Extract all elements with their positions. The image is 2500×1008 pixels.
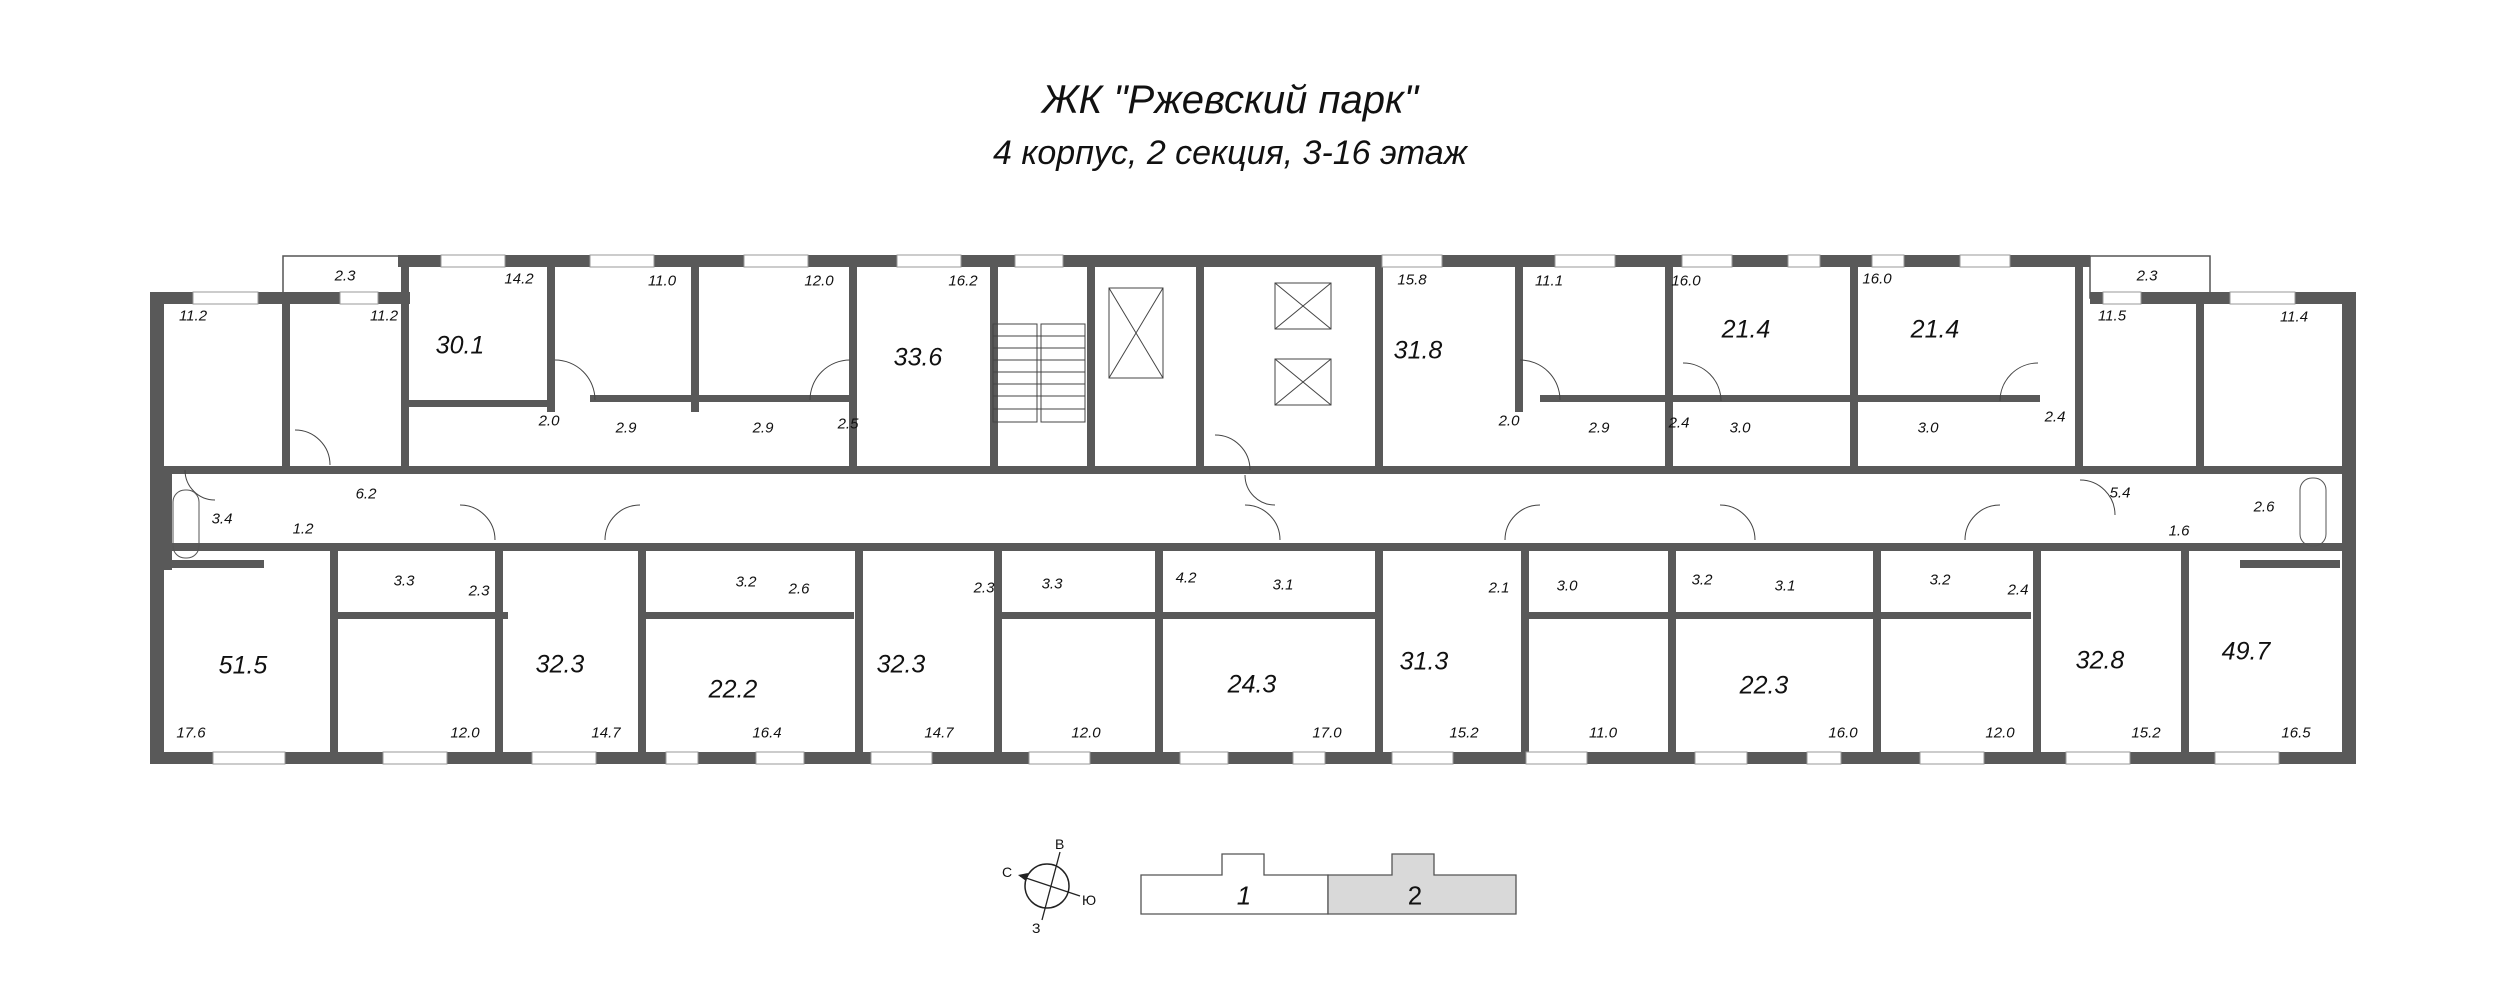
apartment-total-area: 32.3 <box>535 650 585 679</box>
room-area: 2.3 <box>973 579 995 597</box>
room-area: 3.0 <box>1729 419 1751 437</box>
page-title: ЖК "Ржевский парк" <box>1041 78 1419 122</box>
apartment-total-area: 31.3 <box>1399 647 1449 676</box>
compass-west-label: З <box>1032 920 1041 936</box>
room-area: 11.4 <box>2279 308 2309 326</box>
room-area: 2.9 <box>752 419 774 437</box>
section-2-shape[interactable] <box>1327 853 1517 915</box>
room-area: 2.0 <box>538 412 560 430</box>
page-subtitle: 4 корпус, 2 секция, 3-16 этаж <box>992 134 1467 172</box>
room-area: 16.4 <box>752 724 782 742</box>
room-area: 2.0 <box>1498 412 1520 430</box>
compass-south-label: Ю <box>1082 892 1097 908</box>
room-area: 2.3 <box>2136 267 2158 285</box>
section-1-shape[interactable] <box>1140 853 1329 915</box>
room-area: 11.0 <box>1588 724 1618 742</box>
apartment-total-area: 51.5 <box>218 651 268 680</box>
elevators <box>1108 282 1332 406</box>
room-area: 2.1 <box>1488 579 1510 597</box>
apartment-total-area: 49.7 <box>2221 637 2271 666</box>
door-swings <box>184 359 2116 541</box>
room-area: 2.4 <box>2044 408 2066 426</box>
apartment-total-area: 33.6 <box>893 343 943 372</box>
apartment-total-area: 32.3 <box>876 650 926 679</box>
room-area: 14.2 <box>504 270 534 288</box>
room-area: 2.3 <box>468 582 490 600</box>
room-area: 2.9 <box>1588 419 1610 437</box>
room-area: 5.4 <box>2109 484 2131 502</box>
section-1-label[interactable]: 1 <box>1236 880 1252 911</box>
room-area: 16.0 <box>1828 724 1858 742</box>
apartment-total-area: 32.8 <box>2075 646 2125 675</box>
room-area: 11.5 <box>2097 307 2127 325</box>
room-area: 11.2 <box>369 307 399 325</box>
room-area: 12.0 <box>1071 724 1101 742</box>
room-area: 1.6 <box>2168 522 2190 540</box>
compass-north-label: С <box>1002 864 1013 880</box>
room-area: 3.4 <box>211 510 233 528</box>
room-area: 4.2 <box>1175 569 1197 587</box>
room-area: 15.2 <box>1449 724 1479 742</box>
apartment-total-area: 21.4 <box>1910 315 1960 344</box>
apartment-total-area: 30.1 <box>435 331 485 360</box>
room-area: 3.0 <box>1556 577 1578 595</box>
room-area: 11.1 <box>1534 272 1564 290</box>
room-area: 11.2 <box>178 307 208 325</box>
apartment-total-area: 22.3 <box>1739 671 1789 700</box>
room-area: 3.2 <box>1691 571 1713 589</box>
room-area: 2.4 <box>1668 414 1690 432</box>
room-area: 2.6 <box>788 580 810 598</box>
bathtubs <box>172 477 2327 559</box>
room-area: 3.1 <box>1774 577 1796 595</box>
room-area: 2.9 <box>615 419 637 437</box>
room-area: 16.0 <box>1671 272 1701 290</box>
room-area: 15.2 <box>2131 724 2161 742</box>
room-area: 16.5 <box>2281 724 2311 742</box>
room-area: 16.2 <box>948 272 978 290</box>
compass-rose-icon <box>1018 851 1081 921</box>
room-area: 15.8 <box>1397 271 1427 289</box>
staircase <box>992 323 1086 423</box>
apartment-total-area: 22.2 <box>708 675 758 704</box>
room-area: 3.3 <box>393 572 415 590</box>
room-area: 17.0 <box>1312 724 1342 742</box>
compass: С В Ю З <box>990 830 1110 940</box>
room-area: 2.3 <box>334 267 356 285</box>
section-2-label[interactable]: 2 <box>1407 880 1423 911</box>
room-area: 14.7 <box>924 724 954 742</box>
room-area: 17.6 <box>176 724 206 742</box>
room-area: 14.7 <box>591 724 621 742</box>
room-area: 2.5 <box>837 415 859 433</box>
walls <box>150 255 2356 764</box>
room-area: 3.1 <box>1272 576 1294 594</box>
compass-east-label: В <box>1055 836 1065 852</box>
room-area: 12.0 <box>450 724 480 742</box>
room-area: 12.0 <box>804 272 834 290</box>
room-area: 3.0 <box>1917 419 1939 437</box>
room-area: 2.6 <box>2253 498 2275 516</box>
windows <box>192 254 2296 765</box>
room-area: 11.0 <box>647 272 677 290</box>
room-area: 6.2 <box>355 485 377 503</box>
apartment-total-area: 24.3 <box>1227 670 1277 699</box>
room-area: 1.2 <box>292 520 314 538</box>
room-area: 2.4 <box>2007 581 2029 599</box>
room-area: 12.0 <box>1985 724 2015 742</box>
section-selector: 1 2 <box>1140 840 1520 925</box>
room-area: 3.2 <box>735 573 757 591</box>
room-area: 16.0 <box>1862 270 1892 288</box>
room-area: 3.2 <box>1929 571 1951 589</box>
apartment-total-area: 21.4 <box>1721 315 1771 344</box>
apartment-total-area: 31.8 <box>1393 336 1443 365</box>
room-area: 3.3 <box>1041 575 1063 593</box>
